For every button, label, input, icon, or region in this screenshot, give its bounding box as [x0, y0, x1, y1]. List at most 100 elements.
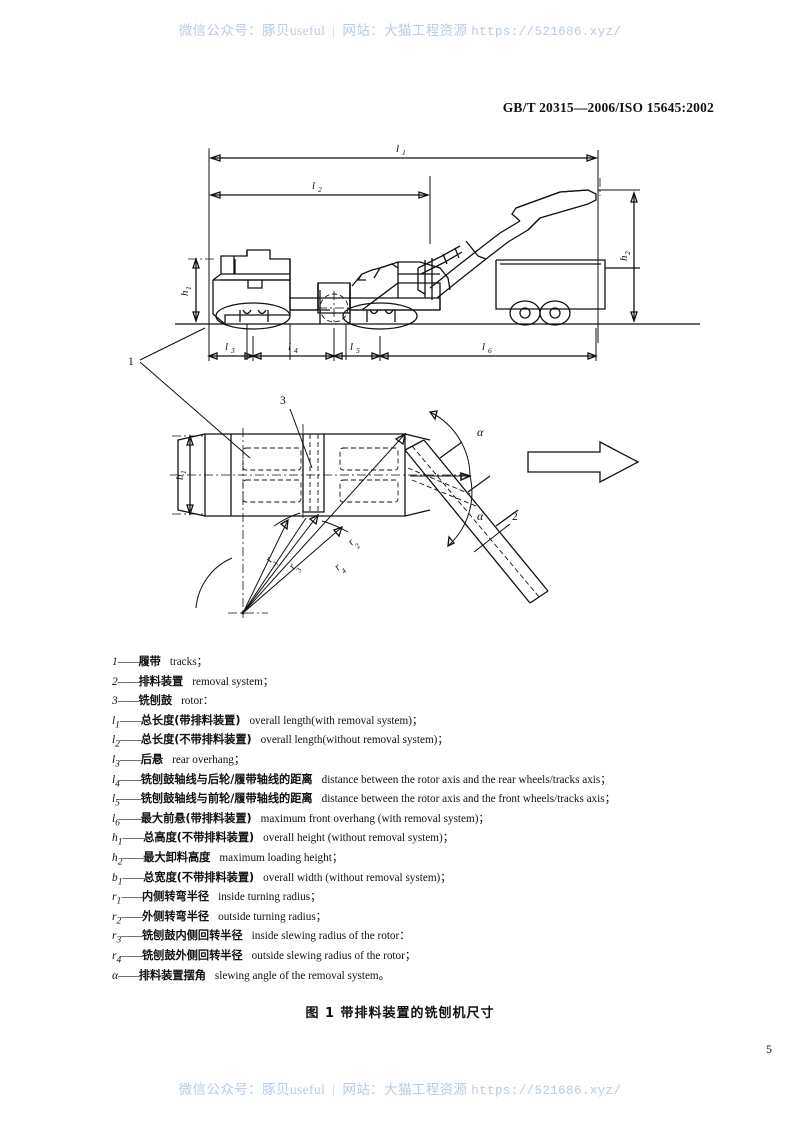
watermark-wechat-label: 微信公众号：豚贝useful — [178, 23, 326, 38]
legend-symbol: r — [112, 949, 117, 962]
callout-2-label: 2 — [512, 511, 518, 523]
side-view-truck — [495, 259, 640, 326]
legend-symbol-sub: 6 — [115, 818, 120, 829]
side-view-tracks — [215, 290, 418, 330]
plan-view-group: b 1 — [170, 395, 640, 618]
label-l5: l — [350, 341, 353, 353]
legend-text-cn: 铣刨鼓轴线与前轮/履带轴线的距离 — [140, 792, 313, 806]
plan-rotor — [302, 424, 325, 520]
legend-text-cn: 铣刨鼓轴线与后轮/履带轴线的距离 — [140, 772, 313, 786]
legend-text-cn: 总长度(带排料装置) — [140, 713, 241, 727]
dimension-h2: h 2 — [618, 190, 638, 324]
legend-text-cn: 铣刨鼓 — [138, 694, 173, 708]
legend-text-en: distance between the rotor axis and the … — [321, 773, 612, 786]
legend-text-en: maximum front overhang (with removal sys… — [260, 812, 490, 825]
legend-symbol-sub: 4 — [116, 955, 122, 966]
travel-direction-arrow — [527, 440, 640, 484]
legend-text-cn: 最大前悬(带排料装置) — [140, 811, 252, 825]
watermark-site-label: 网站：大猫工程资源 — [342, 23, 468, 38]
legend-symbol: l — [112, 812, 116, 825]
legend-text-en: inside turning radius； — [218, 891, 322, 904]
label-alpha-top: α — [477, 425, 484, 439]
legend-item: l6——最大前悬(带排料装置)maximum front overhang (w… — [112, 811, 490, 829]
figure-technical-drawing: l 1 l 2 — [0, 128, 800, 638]
legend-symbol: 2 — [112, 675, 118, 688]
label-l6-sub: 6 — [488, 346, 492, 355]
dimension-l1: l 1 — [208, 143, 599, 162]
plan-conveyor-centreline — [411, 445, 541, 599]
label-h2-sub: 2 — [623, 251, 632, 255]
label-r2: r — [345, 536, 357, 548]
legend-symbol: l — [112, 734, 116, 747]
plan-track-outlines — [242, 447, 399, 503]
extension-lines-side — [208, 150, 640, 360]
legend-text-cn: 排料装置摆角 — [138, 968, 206, 982]
legend-symbol-sub: 3 — [116, 935, 122, 946]
label-h2: h — [618, 255, 630, 261]
legend-text-cn: 后悬 — [140, 752, 164, 766]
legend-item: b1——总宽度(不带排料装置)overall width (without re… — [112, 870, 452, 887]
legend-symbol-sub: 3 — [115, 759, 120, 770]
legend-symbol: l — [112, 714, 116, 727]
legend-text-en: maximum loading height； — [219, 851, 344, 864]
legend-text-en: tracks； — [169, 656, 208, 668]
watermark-site-label: 网站：大猫工程资源 — [342, 1082, 468, 1097]
legend-item: h1——总高度(不带排料装置)overall height (without r… — [112, 831, 454, 848]
label-r1-sub: 1 — [271, 559, 281, 566]
label-h1-sub: 1 — [184, 286, 193, 290]
legend-text-cn: 总高度(不带排料装置) — [143, 831, 255, 845]
watermark-separator: | — [332, 23, 336, 38]
legend-item: l1——总长度(带排料装置)overall length(with remova… — [112, 713, 424, 731]
label-h1: h — [179, 290, 191, 296]
callout-1-label: 1 — [128, 356, 134, 368]
label-r1: r — [263, 554, 276, 564]
machine-side-body — [212, 249, 451, 325]
legend-text-cn: 履带 — [138, 655, 161, 668]
legend-symbol-sub: 2 — [115, 739, 120, 750]
legend-symbol-sub: 2 — [117, 857, 123, 868]
label-l1: l — [396, 143, 399, 155]
side-view-group: l 1 l 2 — [128, 143, 700, 459]
plan-conveyor-alt — [407, 467, 477, 507]
label-l4: l — [288, 341, 291, 353]
label-l3: l — [225, 341, 228, 353]
legend-symbol: h — [112, 832, 118, 845]
legend-text-cn: 内侧转弯半径 — [141, 890, 210, 904]
label-l3-sub: 3 — [230, 346, 235, 355]
label-l5-sub: 5 — [356, 346, 360, 355]
label-r2-sub: 2 — [353, 541, 362, 550]
legend-text-cn: 铣刨鼓内侧回转半径 — [141, 929, 243, 943]
legend-text-cn: 外侧转弯半径 — [141, 909, 210, 923]
legend-item: l2——总长度(不带排料装置)overall length(without re… — [112, 733, 449, 750]
page-number: 5 — [766, 1042, 772, 1056]
legend-symbol-sub: 5 — [115, 798, 120, 809]
legend-text-cn: 总长度(不带排料装置) — [140, 733, 252, 747]
legend-text-cn: 总宽度(不带排料装置) — [143, 870, 255, 884]
watermark-wechat-label: 微信公众号：豚贝useful — [178, 1082, 326, 1097]
label-b1: b — [174, 474, 186, 480]
legend-symbol: 3 — [112, 695, 118, 708]
turning-radii: r 1 r 3 r 4 r 2 — [195, 428, 406, 618]
dimension-h1: h 1 — [179, 256, 214, 324]
legend-text-en: removal system； — [192, 675, 274, 688]
callout-tracks: 1 — [128, 327, 251, 459]
witness-lines-side — [208, 148, 601, 356]
legend-symbol: b — [112, 871, 118, 884]
callout-rotor: 3 — [280, 395, 313, 469]
legend-symbol: r — [112, 930, 117, 943]
label-l1-sub: 1 — [402, 148, 406, 157]
label-r4: r — [332, 561, 344, 573]
legend-text-en: overall height (without removal system)； — [263, 832, 454, 845]
legend-symbol: r — [112, 910, 117, 923]
side-view-conveyor — [417, 189, 597, 300]
